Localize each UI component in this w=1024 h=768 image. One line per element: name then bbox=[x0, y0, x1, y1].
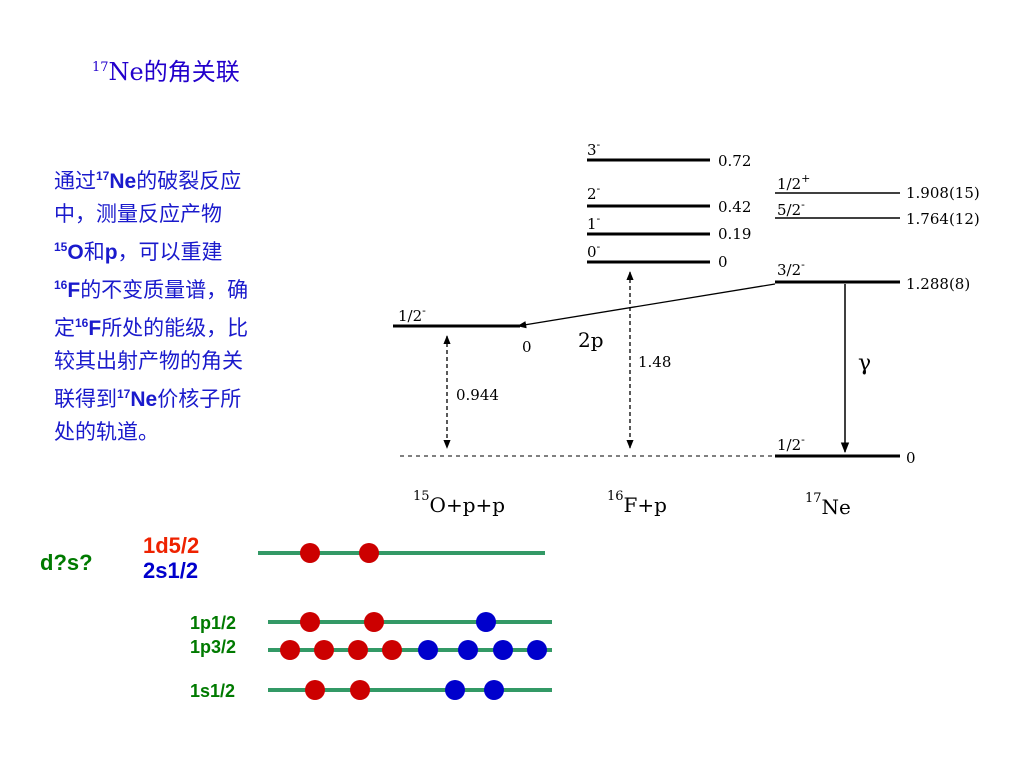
ne17-energy-label: 0 bbox=[906, 449, 916, 467]
description-fragment: F bbox=[67, 279, 81, 302]
description-fragment: 17 bbox=[96, 169, 110, 183]
title-mass-number: 17 bbox=[92, 60, 109, 75]
description-fragment: 通过 bbox=[54, 169, 96, 193]
description-fragment: 16 bbox=[75, 316, 89, 330]
question-label: d?s? bbox=[40, 550, 93, 575]
proton-dot bbox=[382, 640, 402, 660]
ne17-spin-label: 3/2- bbox=[777, 258, 805, 279]
description-fragment: 15 bbox=[54, 240, 68, 254]
ne17-energy-label: 1.764(12) bbox=[906, 210, 980, 228]
title-text: Ne的角关联 bbox=[108, 58, 240, 86]
description-fragment: p bbox=[104, 241, 118, 264]
f16-gap-label: 1.48 bbox=[638, 353, 671, 371]
orbital-label-2s12: 2s1/2 bbox=[143, 558, 198, 583]
description-fragment: O bbox=[67, 241, 84, 264]
slide-title: 17Ne的角关联 bbox=[92, 52, 240, 87]
two-proton-decay-arrow bbox=[517, 283, 776, 329]
description-line: 处的轨道。 bbox=[54, 416, 326, 449]
description-fragment: 16 bbox=[54, 278, 68, 292]
neutron-dot bbox=[484, 680, 504, 700]
two-p-label: 2p bbox=[578, 328, 604, 352]
description-fragment: F bbox=[88, 317, 102, 340]
description-fragment: 处的轨道。 bbox=[54, 420, 159, 444]
ne17-spin-label: 1/2+ bbox=[777, 172, 810, 193]
description-line: 中，测量反应产物 bbox=[54, 198, 326, 231]
proton-dot bbox=[359, 543, 379, 563]
orbital-label-1d52: 1d5/2 bbox=[143, 533, 199, 558]
f16-energy-label: 0 bbox=[718, 253, 728, 271]
proton-dot bbox=[305, 680, 325, 700]
orbital-diagram bbox=[258, 543, 552, 700]
o15-spin-label: 1/2- bbox=[398, 304, 426, 325]
description-fragment: ，可以重建 bbox=[117, 240, 223, 264]
neutron-dot bbox=[418, 640, 438, 660]
orbital-label-1s12: 1s1/2 bbox=[190, 681, 235, 701]
ne17-levels: 1/2+ 5/2- 3/2- 1/2- 1.908(15) 1.764(12) … bbox=[775, 172, 980, 467]
proton-dot bbox=[300, 612, 320, 632]
ne17-spin-label: 1/2- bbox=[777, 433, 805, 454]
proton-dot bbox=[314, 640, 334, 660]
description-line: 16F的不变质量谱，确 bbox=[54, 269, 326, 307]
description-fragment: 定 bbox=[54, 316, 75, 340]
description-line: 15O和p，可以重建 bbox=[54, 231, 326, 269]
proton-dot bbox=[348, 640, 368, 660]
nucleus-label-o15: 15O+p+p bbox=[413, 489, 505, 517]
orbital-label-1p12: 1p1/2 bbox=[190, 613, 236, 633]
f16-energy-label: 0.19 bbox=[718, 225, 751, 243]
description-fragment: 较其出射产物的角关 bbox=[54, 349, 243, 373]
f16-spin-label: 0- bbox=[587, 240, 601, 261]
f16-levels: 3- 2- 1- 0- 0.72 0.42 0.19 0 bbox=[587, 138, 751, 271]
proton-dot bbox=[364, 612, 384, 632]
description-fragment: 价核子所 bbox=[157, 387, 242, 411]
description-line: 定16F所处的能级，比 bbox=[54, 307, 326, 345]
gamma-label: γ bbox=[858, 351, 871, 376]
f16-energy-label: 0.42 bbox=[718, 198, 751, 216]
description-fragment: 和 bbox=[83, 240, 105, 264]
description-fragment: Ne bbox=[130, 388, 158, 411]
o15-energy-label: 0 bbox=[522, 338, 532, 356]
ne17-energy-label: 1.288(8) bbox=[906, 275, 970, 293]
o15-gap-label: 0.944 bbox=[456, 386, 499, 404]
ne17-spin-label: 5/2- bbox=[777, 198, 805, 219]
description-line: 较其出射产物的角关 bbox=[54, 345, 326, 378]
neutron-dot bbox=[476, 612, 496, 632]
description-fragment: 17 bbox=[117, 387, 131, 401]
f16-spin-label: 1- bbox=[587, 212, 601, 233]
orbital-label-1p32: 1p3/2 bbox=[190, 637, 236, 657]
neutron-dot bbox=[445, 680, 465, 700]
proton-dot bbox=[350, 680, 370, 700]
description-fragment: 的不变质量谱，确 bbox=[80, 278, 249, 302]
description-fragment: 的破裂反应 bbox=[136, 169, 242, 193]
description-line: 通过17Ne的破裂反应 bbox=[54, 160, 326, 198]
o15-level: 1/2- 0 bbox=[393, 304, 532, 356]
f16-energy-label: 0.72 bbox=[718, 152, 751, 170]
nucleus-label-ne17: 17Ne bbox=[805, 491, 851, 519]
nucleus-label-f16: 16F+p bbox=[607, 489, 667, 517]
f16-spin-label: 3- bbox=[587, 138, 601, 159]
ne17-energy-label: 1.908(15) bbox=[906, 184, 980, 202]
neutron-dot bbox=[493, 640, 513, 660]
neutron-dot bbox=[527, 640, 547, 660]
description-fragment: 联得到 bbox=[54, 387, 117, 411]
description-line: 联得到17Ne价核子所 bbox=[54, 378, 326, 416]
description-fragment: 所处的能级，比 bbox=[101, 316, 249, 340]
proton-dot bbox=[280, 640, 300, 660]
f16-spin-label: 2- bbox=[587, 182, 601, 203]
neutron-dot bbox=[458, 640, 478, 660]
description-fragment: Ne bbox=[109, 170, 137, 193]
description-fragment: 中，测量反应产物 bbox=[54, 202, 222, 226]
proton-dot bbox=[300, 543, 320, 563]
